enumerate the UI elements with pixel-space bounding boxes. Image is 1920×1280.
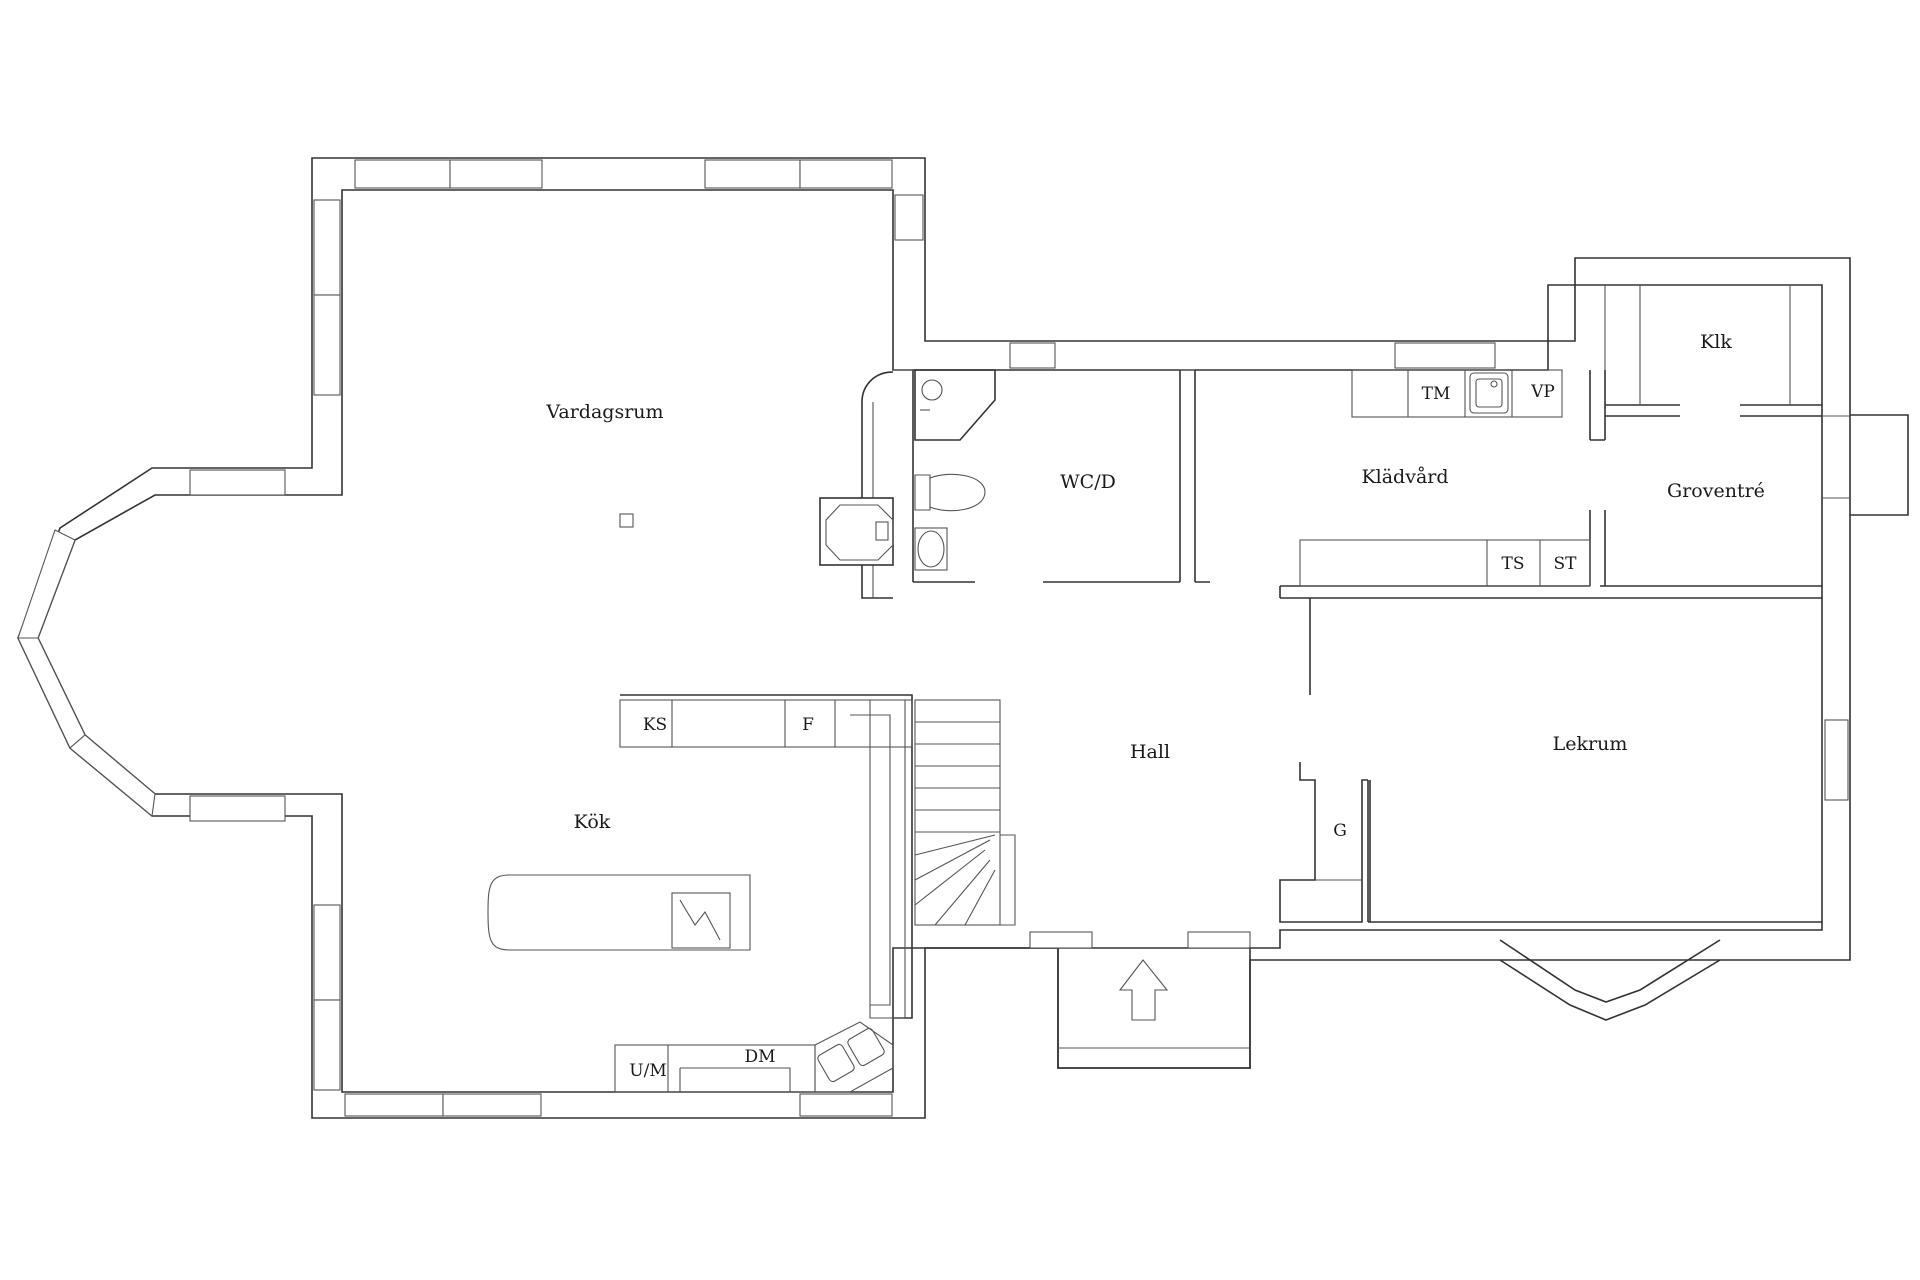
interior-walls: [620, 285, 1850, 1019]
room-label-vardagsrum: Vardagsrum: [545, 401, 663, 423]
fixture-label-dm: DM: [744, 1047, 775, 1067]
laundry-counter-top: [1351, 369, 1563, 418]
windows: [17, 159, 1849, 1117]
room-label-kok: Kök: [574, 811, 611, 833]
fixture-label-vp: VP: [1530, 382, 1555, 402]
fixture-label-um: U/M: [629, 1061, 666, 1081]
entrance-arrow-icon: [1118, 959, 1169, 1021]
room-label-wc: WC/D: [1060, 471, 1116, 493]
fixture-label-ts: TS: [1502, 554, 1525, 574]
sink-icon: [1469, 372, 1509, 414]
room-label-klk: Klk: [1700, 331, 1732, 353]
fixture-label-ks: KS: [643, 715, 667, 735]
fixture-label-g: G: [1333, 821, 1347, 841]
fixture-label-tm: TM: [1422, 384, 1451, 404]
floor-marker: [619, 513, 634, 528]
fireplace-icon: [819, 371, 894, 599]
room-label-lekrum: Lekrum: [1553, 733, 1628, 755]
washbasin-icon: [914, 527, 948, 571]
laundry-counter-bottom: [1299, 539, 1591, 587]
toilet-icon: [914, 473, 986, 512]
stove-icon: [679, 899, 721, 941]
room-label-groventre: Groventré: [1667, 480, 1765, 502]
room-label-hall: Hall: [1130, 741, 1170, 763]
sink-icon: [814, 1021, 894, 1093]
fixture-label-st: ST: [1554, 554, 1578, 574]
room-label-kladvard: Klädvård: [1361, 466, 1448, 488]
fixture-label-f: F: [802, 715, 814, 735]
kitchen-counter-side: [835, 699, 906, 1019]
shower-icon: [914, 369, 996, 441]
kitchen-island: [487, 874, 751, 951]
stairs-icon: [914, 699, 1016, 926]
outer-walls: [17, 157, 1909, 1119]
